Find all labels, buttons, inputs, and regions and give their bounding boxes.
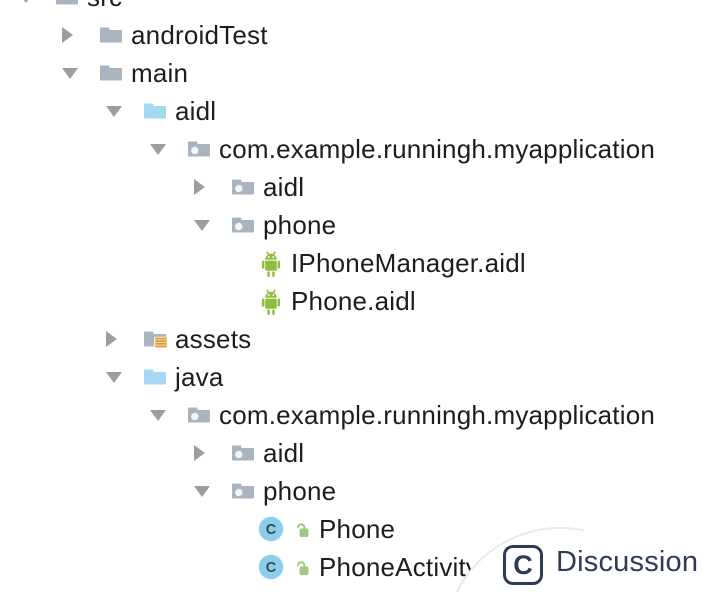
tree-item-label: phone <box>263 209 337 240</box>
watermark-badge-letter: C <box>513 549 533 580</box>
public-lock-icon <box>292 559 311 577</box>
folder-icon <box>54 0 80 12</box>
collapse-arrow-icon[interactable] <box>194 485 230 497</box>
tree-item-label: java <box>175 361 224 392</box>
tree-row[interactable]: src <box>0 0 655 16</box>
folder-source-icon <box>142 363 168 392</box>
tree-row[interactable]: androidTest <box>0 16 655 54</box>
expand-arrow-icon[interactable] <box>194 179 230 195</box>
tree-item-label: com.example.runningh.myapplication <box>219 133 656 164</box>
package-icon <box>230 439 256 468</box>
watermark-label: Discussion <box>556 546 699 578</box>
collapse-arrow-icon[interactable] <box>18 0 54 3</box>
tree-row[interactable]: C PhoneActivity <box>0 548 655 586</box>
collapse-arrow-icon[interactable] <box>150 143 186 155</box>
watermark-c-icon: C <box>503 545 543 585</box>
tree-item-label: main <box>131 57 189 88</box>
tree-item-label: Phone <box>319 513 396 544</box>
tree-item-label: Phone.aidl <box>291 285 416 316</box>
package-icon <box>230 477 256 506</box>
tree-row[interactable]: java <box>0 358 655 396</box>
tree-row[interactable]: assets <box>0 320 655 358</box>
expand-arrow-icon[interactable] <box>62 27 98 43</box>
class-icon: C <box>258 515 284 544</box>
package-icon <box>230 173 256 202</box>
tree-row[interactable]: com.example.runningh.myapplication <box>0 396 655 434</box>
folder-source-icon <box>142 97 168 126</box>
svg-text:C: C <box>266 560 277 576</box>
android-file-icon <box>258 287 284 316</box>
tree-row[interactable]: aidl <box>0 92 655 130</box>
collapse-arrow-icon[interactable] <box>62 67 98 79</box>
tree-row[interactable]: C Phone <box>0 510 655 548</box>
tree-row[interactable]: aidl <box>0 434 655 472</box>
folder-icon <box>98 59 124 88</box>
package-icon <box>186 401 212 430</box>
collapse-arrow-icon[interactable] <box>106 105 142 117</box>
tree-row[interactable]: aidl <box>0 168 655 206</box>
tree-item-label: phone <box>263 475 337 506</box>
collapse-arrow-icon[interactable] <box>150 409 186 421</box>
tree-item-label: com.example.runningh.myapplication <box>219 399 656 430</box>
tree-item-label: aidl <box>175 95 217 126</box>
tree-row[interactable]: phone <box>0 206 655 244</box>
package-icon <box>230 211 256 240</box>
tree-row[interactable]: phone <box>0 472 655 510</box>
expand-arrow-icon[interactable] <box>106 331 142 347</box>
collapse-arrow-icon[interactable] <box>106 371 142 383</box>
tree-row[interactable]: main <box>0 54 655 92</box>
tree-item-label: src <box>87 0 122 13</box>
tree-row[interactable]: IPhoneManager.aidl <box>0 244 655 282</box>
svg-text:C: C <box>266 522 277 538</box>
android-file-icon <box>258 249 284 278</box>
tree-item-label: aidl <box>263 171 305 202</box>
package-icon <box>186 135 212 164</box>
folder-assets-icon <box>142 325 168 354</box>
expand-arrow-icon[interactable] <box>194 445 230 461</box>
class-icon: C <box>258 553 284 582</box>
tree-item-label: androidTest <box>131 19 268 50</box>
project-tree: srcandroidTestmainaidlcom.example.runnin… <box>0 0 655 586</box>
folder-icon <box>98 21 124 50</box>
tree-item-label: PhoneActivity <box>319 551 480 582</box>
public-lock-icon <box>292 521 311 539</box>
tree-item-label: assets <box>175 323 252 354</box>
tree-row[interactable]: Phone.aidl <box>0 282 655 320</box>
tree-item-label: IPhoneManager.aidl <box>291 247 526 278</box>
tree-item-label: aidl <box>263 437 305 468</box>
tree-row[interactable]: com.example.runningh.myapplication <box>0 130 655 168</box>
collapse-arrow-icon[interactable] <box>194 219 230 231</box>
